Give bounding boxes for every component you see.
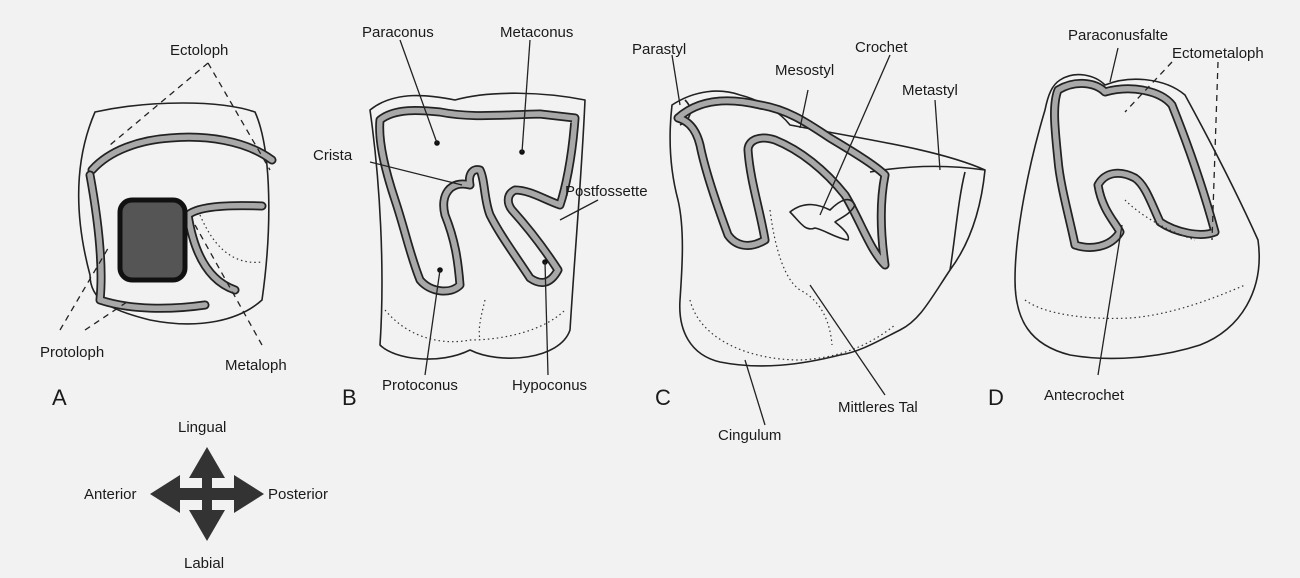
label-crochet: Crochet (855, 39, 908, 56)
compass-label-posterior: Posterior (268, 486, 328, 503)
orientation-compass: Lingual Labial Anterior Posterior (84, 419, 328, 572)
label-cingulum: Cingulum (718, 427, 781, 444)
panel-label-b: B (342, 385, 357, 410)
label-crista: Crista (313, 147, 353, 164)
panel-a-dentine-island (120, 200, 185, 280)
panel-d: Paraconusfalte Ectometaloph Antecrochet … (988, 27, 1264, 410)
compass-arrows (150, 447, 264, 541)
panel-label-d: D (988, 385, 1004, 410)
label-protoloph: Protoloph (40, 344, 104, 361)
label-metaconus: Metaconus (500, 24, 573, 41)
label-paraconus: Paraconus (362, 24, 434, 41)
panel-a: Ectoloph Protoloph Metaloph A (40, 42, 287, 410)
compass-label-lingual: Lingual (178, 419, 226, 436)
panel-c-crochet-fold (790, 200, 855, 240)
label-paraconusfalte: Paraconusfalte (1068, 27, 1168, 44)
label-ectometaloph: Ectometaloph (1172, 45, 1264, 62)
compass-label-anterior: Anterior (84, 486, 137, 503)
label-hypoconus: Hypoconus (512, 377, 587, 394)
panel-b: Paraconus Metaconus Crista Postfossette … (313, 24, 648, 410)
label-antecrochet: Antecrochet (1044, 387, 1125, 404)
label-metastyl: Metastyl (902, 82, 958, 99)
panel-label-a: A (52, 385, 67, 410)
label-parastyl: Parastyl (632, 41, 686, 58)
compass-label-labial: Labial (184, 555, 224, 572)
label-ectoloph: Ectoloph (170, 42, 228, 59)
label-mittleres-tal: Mittleres Tal (838, 399, 918, 416)
panel-d-enamel-band (1055, 83, 1215, 247)
label-protoconus: Protoconus (382, 377, 458, 394)
panel-a-ectoloph-ridge (92, 137, 272, 170)
panel-c: Parastyl Mesostyl Crochet Metastyl Cingu… (632, 39, 985, 444)
panel-label-c: C (655, 385, 671, 410)
label-metaloph: Metaloph (225, 357, 287, 374)
label-mesostyl: Mesostyl (775, 62, 834, 79)
label-postfossette: Postfossette (565, 183, 648, 200)
